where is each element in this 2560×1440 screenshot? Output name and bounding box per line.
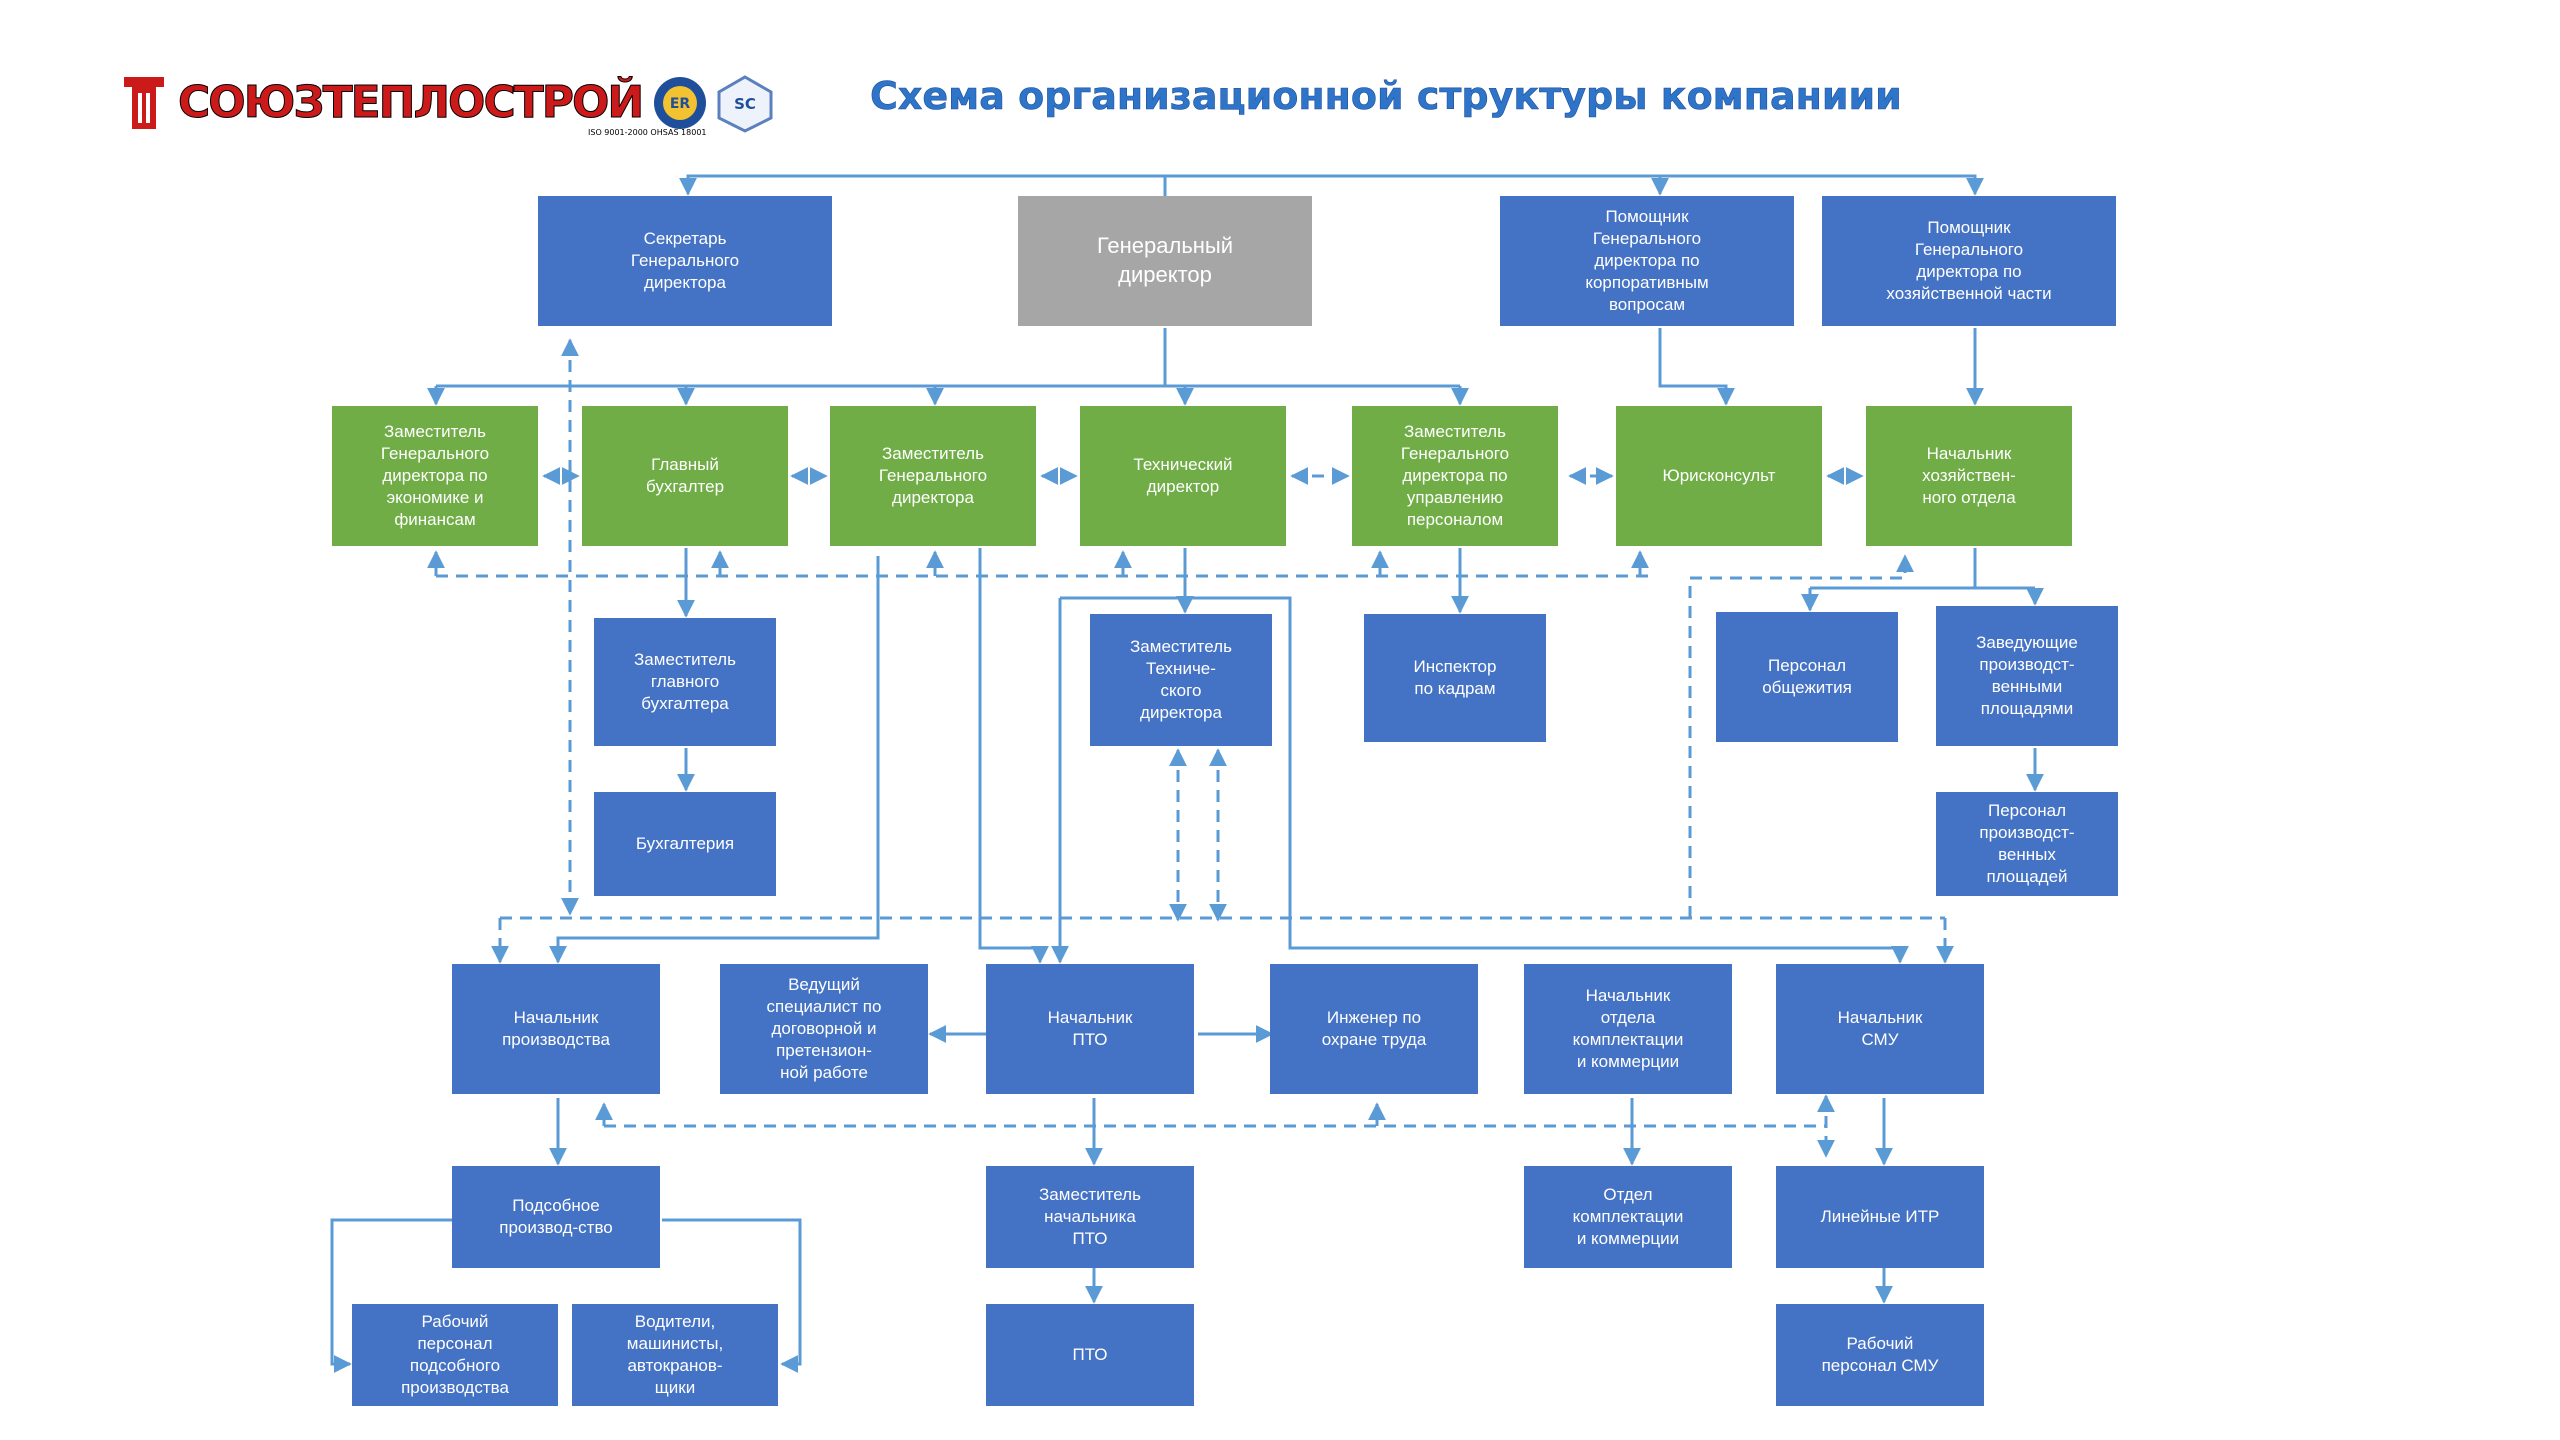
node-technical-director: Технический директор [1080, 406, 1286, 546]
node-auxiliary-workers: Рабочий персонал подсобного производства [352, 1304, 558, 1406]
node-procurement-dept: Отдел комплектации и коммерции [1524, 1166, 1732, 1268]
page-title: Схема организационной структуры компании… [870, 74, 1902, 119]
cert-badge-sc: SC [734, 95, 756, 113]
logo-emblem-icon [124, 77, 164, 129]
node-pto: ПТО [986, 1304, 1194, 1406]
node-secretary: Секретарь Генерального директора [538, 196, 832, 326]
node-premises-staff: Персонал производст- венных площадей [1936, 792, 2118, 896]
node-head-smu: Начальник СМУ [1776, 964, 1984, 1094]
node-head-pto: Начальник ПТО [986, 964, 1194, 1094]
certification-badges-icon: ER SC [654, 75, 773, 133]
node-lead-contract-specialist: Ведущий специалист по договорной и прете… [720, 964, 928, 1094]
node-chief-accountant: Главный бухгалтер [582, 406, 788, 546]
logo-wordmark: СОЮЗТЕПЛОСТРОЙ [177, 77, 644, 128]
node-general-director: Генеральный директор [1018, 196, 1312, 326]
node-assistant-corporate: Помощник Генерального директора по корпо… [1500, 196, 1794, 326]
node-deputy-general-director: Заместитель Генерального директора [830, 406, 1036, 546]
node-head-procurement: Начальник отдела комплектации и коммерци… [1524, 964, 1732, 1094]
node-deputy-head-pto: Заместитель начальника ПТО [986, 1166, 1194, 1268]
node-assistant-household: Помощник Генерального директора по хозяй… [1822, 196, 2116, 326]
node-auxiliary-production: Подсобное производ-ство [452, 1166, 660, 1268]
node-deputy-economics: Заместитель Генерального директора по эк… [332, 406, 538, 546]
node-deputy-chief-accountant: Заместитель главного бухгалтера [594, 618, 776, 746]
node-deputy-technical-director: Заместитель Техниче- ского директора [1090, 614, 1272, 746]
node-safety-engineer: Инженер по охране труда [1270, 964, 1478, 1094]
node-accounting: Бухгалтерия [594, 792, 776, 896]
node-smu-workers: Рабочий персонал СМУ [1776, 1304, 1984, 1406]
node-drivers-operators: Водители, машинисты, автокранов- щики [572, 1304, 778, 1406]
node-head-of-production: Начальник производства [452, 964, 660, 1094]
node-hr-inspector: Инспектор по кадрам [1364, 614, 1546, 742]
company-logo: СОЮЗТЕПЛОСТРОЙ ER SC [120, 68, 790, 138]
node-legal-counsel: Юрисконсульт [1616, 406, 1822, 546]
cert-caption: ISO 9001-2000 OHSAS 18001 [588, 128, 707, 137]
node-deputy-hr: Заместитель Генерального директора по уп… [1352, 406, 1558, 546]
cert-badge-er: ER [670, 96, 691, 112]
node-dormitory-staff: Персонал общежития [1716, 612, 1898, 742]
node-head-household-dept: Начальник хозяйствен- ного отдела [1866, 406, 2072, 546]
node-heads-of-premises: Заведующие производст- венными площадями [1936, 606, 2118, 746]
node-line-engineers: Линейные ИТР [1776, 1166, 1984, 1268]
